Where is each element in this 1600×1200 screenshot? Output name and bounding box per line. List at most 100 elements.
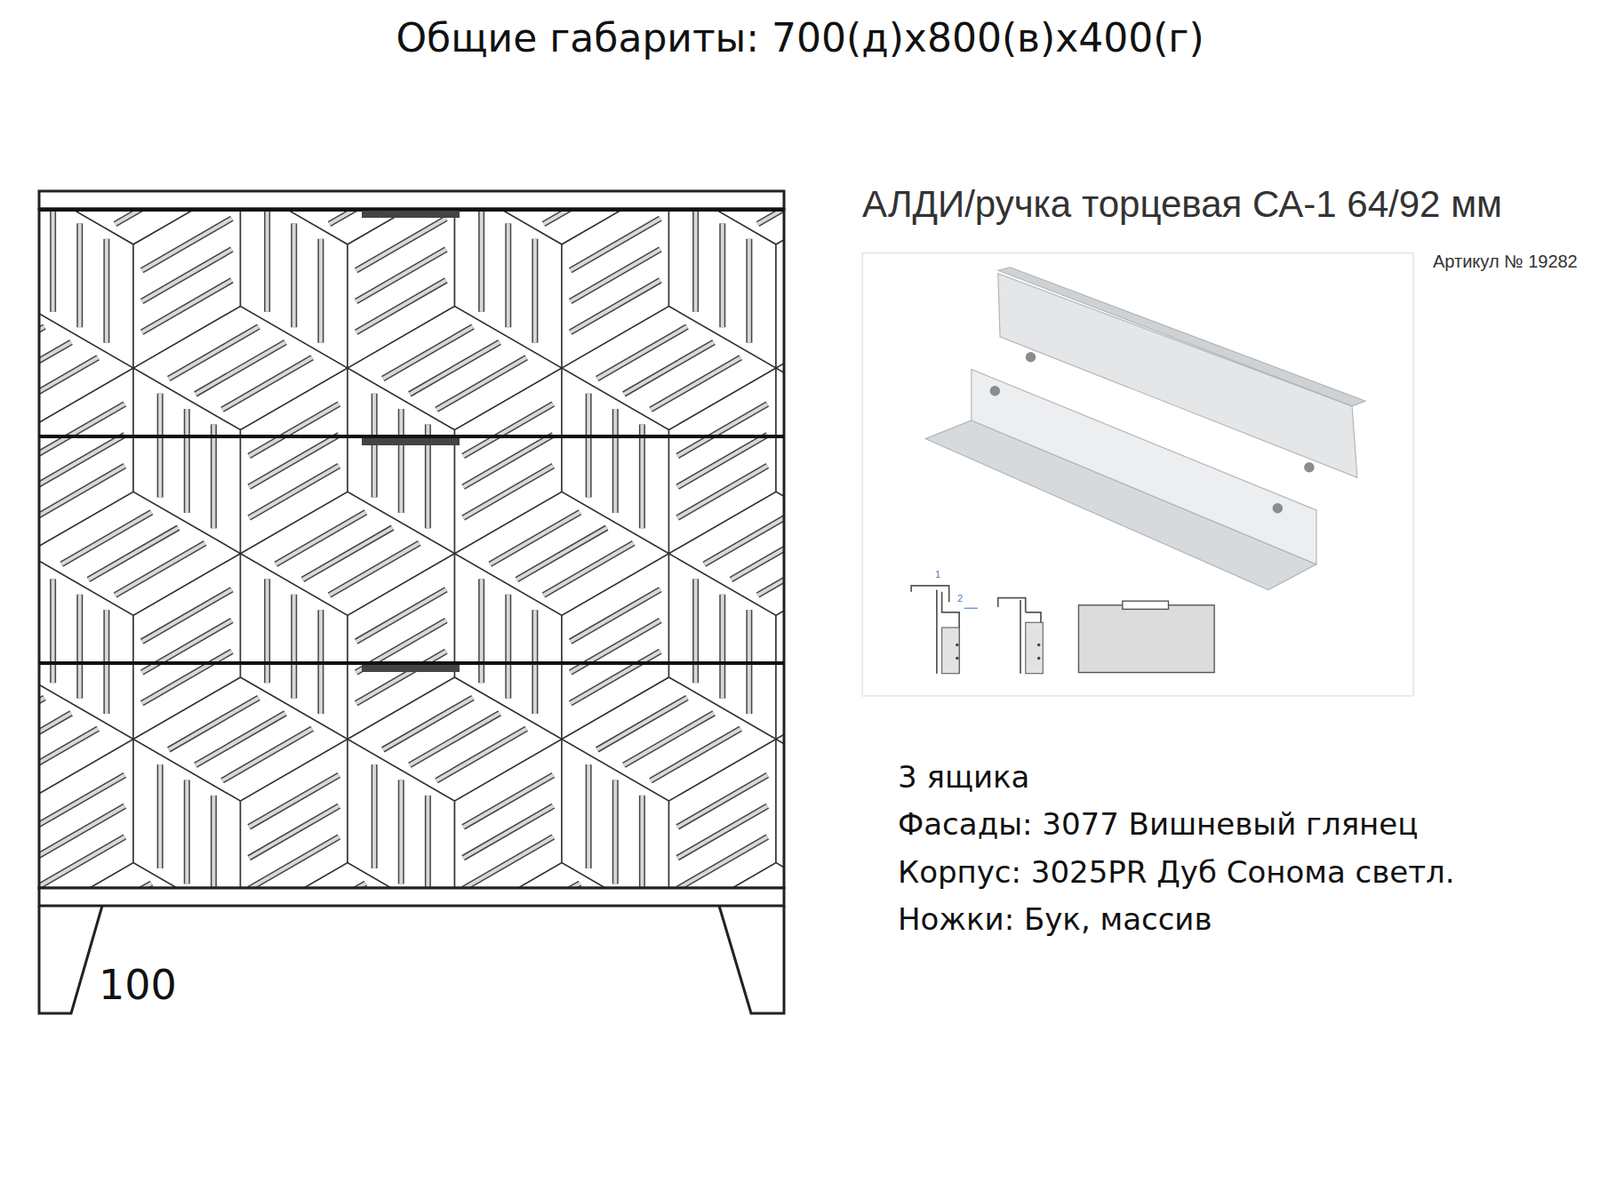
stripe <box>104 239 109 344</box>
stripe <box>371 764 378 869</box>
profile-sketch <box>1037 656 1040 660</box>
stripe <box>317 239 324 344</box>
screw-hole <box>990 385 1000 396</box>
stripe <box>409 342 500 394</box>
screw-hole <box>1025 352 1036 362</box>
stripe <box>677 806 768 858</box>
handle-profile <box>971 369 1317 565</box>
cube-face <box>39 863 241 888</box>
stripe <box>78 223 82 328</box>
stripe <box>248 775 339 827</box>
title: Общие габариты: 700(д)х800(в)х400(г) <box>0 16 1600 62</box>
screw-hole <box>1272 503 1283 513</box>
stripe <box>585 393 592 498</box>
stripe <box>694 578 698 683</box>
stripe <box>39 806 125 858</box>
stripe <box>78 594 82 699</box>
stripe <box>49 578 56 683</box>
stripe <box>51 208 56 312</box>
stripe <box>463 403 553 456</box>
stripe <box>356 218 447 271</box>
stripe <box>302 528 392 580</box>
cube-face <box>455 739 563 888</box>
stripe <box>168 697 259 750</box>
cube-pattern <box>39 208 784 888</box>
stripe <box>248 403 339 456</box>
stripe <box>398 779 405 884</box>
stripe <box>704 512 784 564</box>
stripe <box>290 223 297 328</box>
drawer-handle <box>361 664 460 672</box>
stripe <box>480 208 484 312</box>
stripe <box>211 795 216 888</box>
stripe <box>480 578 484 683</box>
stripe <box>639 795 646 888</box>
stripe <box>248 403 339 456</box>
stripe <box>570 249 661 302</box>
stripe <box>103 239 110 344</box>
stripe <box>677 806 768 858</box>
stripe <box>624 712 714 765</box>
cube-face <box>133 739 241 888</box>
stripe <box>302 528 392 580</box>
stripe <box>570 218 661 271</box>
handle-picture <box>862 253 1414 696</box>
cube-face <box>669 863 785 888</box>
stripe <box>506 594 511 699</box>
stripe <box>719 223 726 328</box>
stripe <box>39 342 72 394</box>
stripe <box>409 712 500 765</box>
stripe <box>292 223 296 328</box>
stripe <box>516 528 607 580</box>
stripe <box>677 775 768 827</box>
stripe <box>489 512 580 564</box>
stripe <box>39 806 125 858</box>
drawer-handle <box>361 438 460 446</box>
stripe <box>398 408 405 513</box>
stripe <box>76 594 83 699</box>
stripe <box>210 424 217 528</box>
leg <box>39 905 103 1014</box>
cube-face <box>347 739 456 888</box>
stripe <box>142 249 232 302</box>
stripe <box>383 697 473 750</box>
stripe <box>184 779 191 884</box>
cube-face <box>39 739 134 888</box>
stripe <box>195 342 286 394</box>
stripe <box>516 528 607 580</box>
profile-sketch <box>942 627 960 674</box>
stripe <box>76 223 83 328</box>
stripe <box>158 393 162 498</box>
stripe <box>248 806 339 858</box>
stripe <box>168 327 259 379</box>
stripe <box>570 589 661 641</box>
spec-note: Фасады: 3077 Вишневый глянец <box>897 807 1418 842</box>
stripe <box>39 712 72 765</box>
stripe <box>356 249 447 302</box>
stripe <box>409 342 500 394</box>
stripe <box>248 806 339 858</box>
stripe <box>356 589 447 641</box>
stripe <box>613 408 617 513</box>
stripe <box>356 218 447 271</box>
leg <box>719 905 784 1014</box>
stripe <box>570 249 661 302</box>
stripe <box>39 403 125 456</box>
stripe <box>372 764 376 869</box>
stripe <box>478 208 485 312</box>
screw-hole <box>1304 462 1314 472</box>
stripe <box>39 342 72 394</box>
stripe <box>290 594 297 699</box>
stripe <box>719 594 726 699</box>
stripe <box>613 779 617 884</box>
stripe <box>463 806 553 858</box>
stripe <box>248 775 339 827</box>
stripe <box>356 249 447 302</box>
stripe <box>506 223 511 328</box>
profile-sketch <box>955 656 959 660</box>
stripe <box>463 806 553 858</box>
stripe <box>39 712 72 765</box>
stripe <box>142 218 232 271</box>
